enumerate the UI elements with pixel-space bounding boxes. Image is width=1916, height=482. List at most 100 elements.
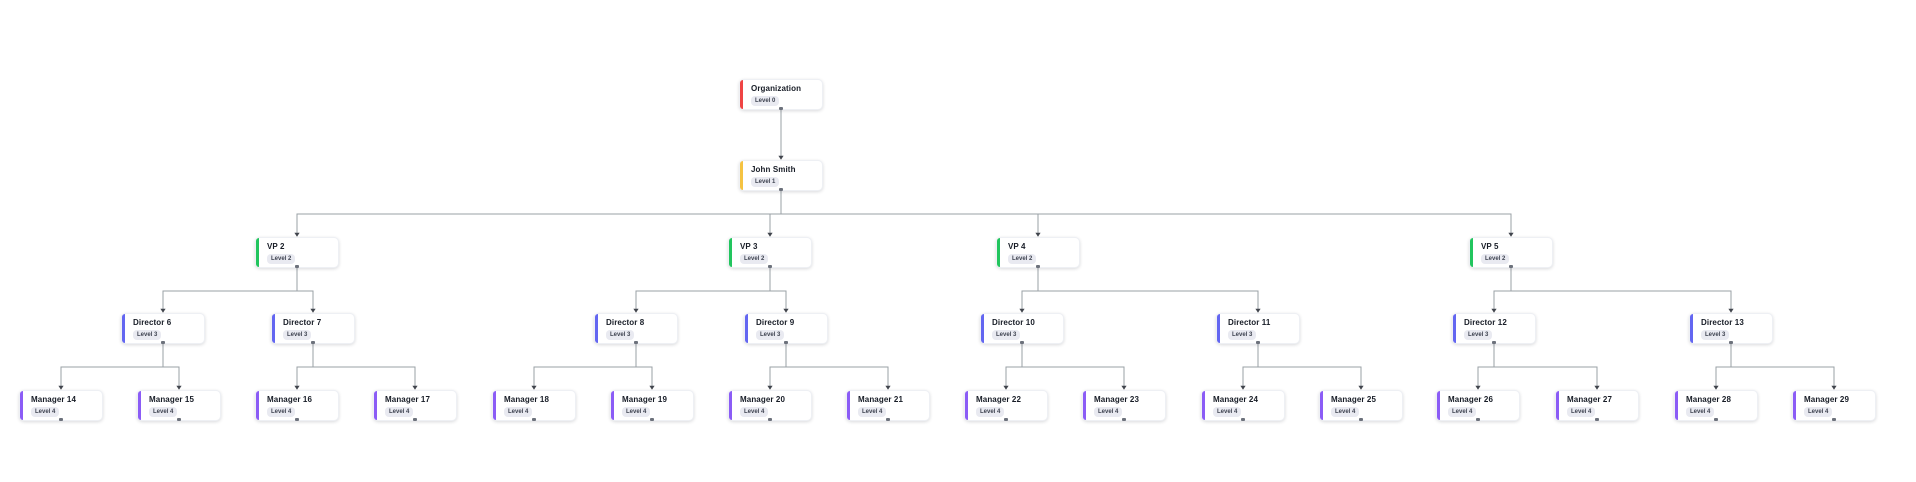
- node-level-badge: Level 4: [1213, 407, 1242, 417]
- node-title: Manager 15: [149, 395, 195, 404]
- bottom-port: [413, 418, 417, 421]
- node-level-badge: Level 3: [606, 330, 635, 340]
- bottom-port: [1036, 265, 1040, 268]
- node-level-badge: Level 0: [751, 96, 780, 106]
- node-title: Director 9: [756, 318, 795, 327]
- node-title: Manager 22: [976, 395, 1022, 404]
- org-node-director-9[interactable]: Director 9 Level 3: [744, 313, 828, 344]
- bottom-port: [1359, 418, 1363, 421]
- org-node-director-7[interactable]: Director 7 Level 3: [271, 313, 355, 344]
- bottom-port: [177, 418, 181, 421]
- level-color-stripe: [1320, 391, 1323, 420]
- node-title: Director 7: [283, 318, 322, 327]
- org-node-manager-15[interactable]: Manager 15 Level 4: [137, 390, 221, 421]
- org-edge: [780, 191, 1512, 234]
- node-level-badge: Level 4: [149, 407, 178, 417]
- node-level-badge: Level 2: [1008, 254, 1037, 264]
- org-edge: [635, 268, 771, 310]
- node-level-badge: Level 2: [267, 254, 296, 264]
- org-node-manager-24[interactable]: Manager 24 Level 4: [1201, 390, 1285, 421]
- bottom-port: [1476, 418, 1480, 421]
- node-title: Manager 17: [385, 395, 431, 404]
- org-edge: [1021, 268, 1039, 310]
- bottom-port: [768, 418, 772, 421]
- node-title: Manager 19: [622, 395, 668, 404]
- bottom-port: [295, 265, 299, 268]
- bottom-port: [1004, 418, 1008, 421]
- bottom-port: [1241, 418, 1245, 421]
- node-level-badge: Level 4: [858, 407, 887, 417]
- org-edge: [769, 344, 787, 387]
- node-level-badge: Level 3: [283, 330, 312, 340]
- org-node-vp-5[interactable]: VP 5 Level 2: [1469, 237, 1553, 268]
- level-color-stripe: [595, 314, 598, 343]
- org-edge: [1257, 344, 1362, 387]
- node-level-badge: Level 4: [1567, 407, 1596, 417]
- level-color-stripe: [729, 391, 732, 420]
- bottom-port: [59, 418, 63, 421]
- node-level-badge: Level 4: [1331, 407, 1360, 417]
- org-node-vp-4[interactable]: VP 4 Level 2: [996, 237, 1080, 268]
- bottom-port: [295, 418, 299, 421]
- bottom-port: [1595, 418, 1599, 421]
- bottom-port: [1256, 341, 1260, 344]
- level-color-stripe: [740, 80, 743, 109]
- node-title: Manager 29: [1804, 395, 1850, 404]
- node-level-badge: Level 4: [1804, 407, 1833, 417]
- node-level-badge: Level 2: [740, 254, 769, 264]
- node-level-badge: Level 3: [1464, 330, 1493, 340]
- node-level-badge: Level 4: [1686, 407, 1715, 417]
- node-level-badge: Level 2: [1481, 254, 1510, 264]
- org-edge: [1242, 344, 1259, 387]
- node-title: Director 13: [1701, 318, 1744, 327]
- node-title: Director 12: [1464, 318, 1507, 327]
- level-color-stripe: [493, 391, 496, 420]
- org-edge: [780, 191, 1039, 234]
- level-color-stripe: [611, 391, 614, 420]
- level-color-stripe: [847, 391, 850, 420]
- node-title: Manager 16: [267, 395, 313, 404]
- level-color-stripe: [1083, 391, 1086, 420]
- org-edge: [296, 268, 314, 310]
- level-color-stripe: [256, 391, 259, 420]
- node-title: Manager 25: [1331, 395, 1377, 404]
- node-title: VP 4: [1008, 242, 1026, 251]
- level-color-stripe: [1437, 391, 1440, 420]
- bottom-port: [1714, 418, 1718, 421]
- node-level-badge: Level 3: [756, 330, 785, 340]
- node-title: Manager 24: [1213, 395, 1259, 404]
- level-color-stripe: [374, 391, 377, 420]
- bottom-port: [311, 341, 315, 344]
- node-title: VP 5: [1481, 242, 1499, 251]
- bottom-port: [779, 188, 783, 191]
- org-node-manager-25[interactable]: Manager 25 Level 4: [1319, 390, 1403, 421]
- level-color-stripe: [1793, 391, 1796, 420]
- bottom-port: [1492, 341, 1496, 344]
- org-edge: [1730, 344, 1835, 387]
- org-node-manager-29[interactable]: Manager 29 Level 4: [1792, 390, 1876, 421]
- org-node-director-12[interactable]: Director 12 Level 3: [1452, 313, 1536, 344]
- org-edge: [769, 268, 787, 310]
